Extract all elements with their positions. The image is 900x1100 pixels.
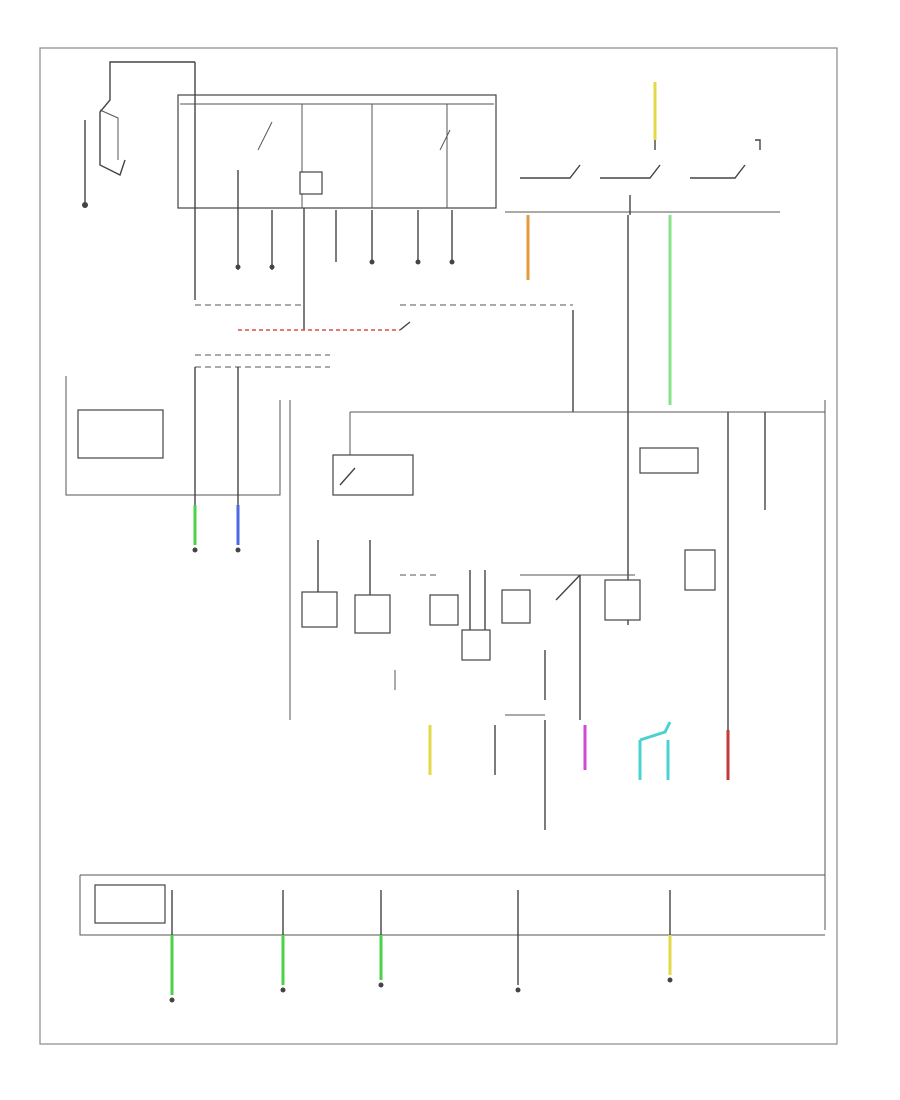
starter-circuit [82,61,195,208]
relay-block-left [65,367,291,720]
cyan-wire-1 [638,721,672,780]
relay-modules [301,540,716,720]
fuse-block-bottom [79,874,825,936]
fuse-box-drops [194,62,455,330]
distribution-bus [332,400,826,930]
ignition-switch [505,82,780,215]
fuse-box-main [177,94,497,209]
diagram-frame [39,47,838,1045]
